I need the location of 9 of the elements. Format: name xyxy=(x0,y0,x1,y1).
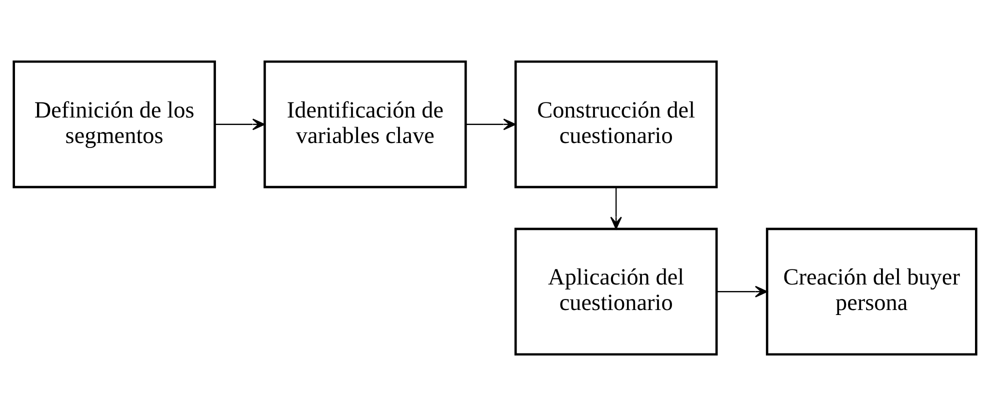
node-box: Creación del buyer persona xyxy=(766,227,978,356)
arrow xyxy=(610,186,622,229)
arrow xyxy=(466,118,516,130)
node-box: Construcción del cuestionario xyxy=(514,60,718,188)
node-box: Definición de los segmentos xyxy=(12,60,216,188)
arrow xyxy=(716,285,768,297)
node-box: Aplicación del cuestionario xyxy=(514,227,718,356)
arrow xyxy=(215,118,266,130)
node-box: Identificación de variables clave xyxy=(264,60,467,188)
